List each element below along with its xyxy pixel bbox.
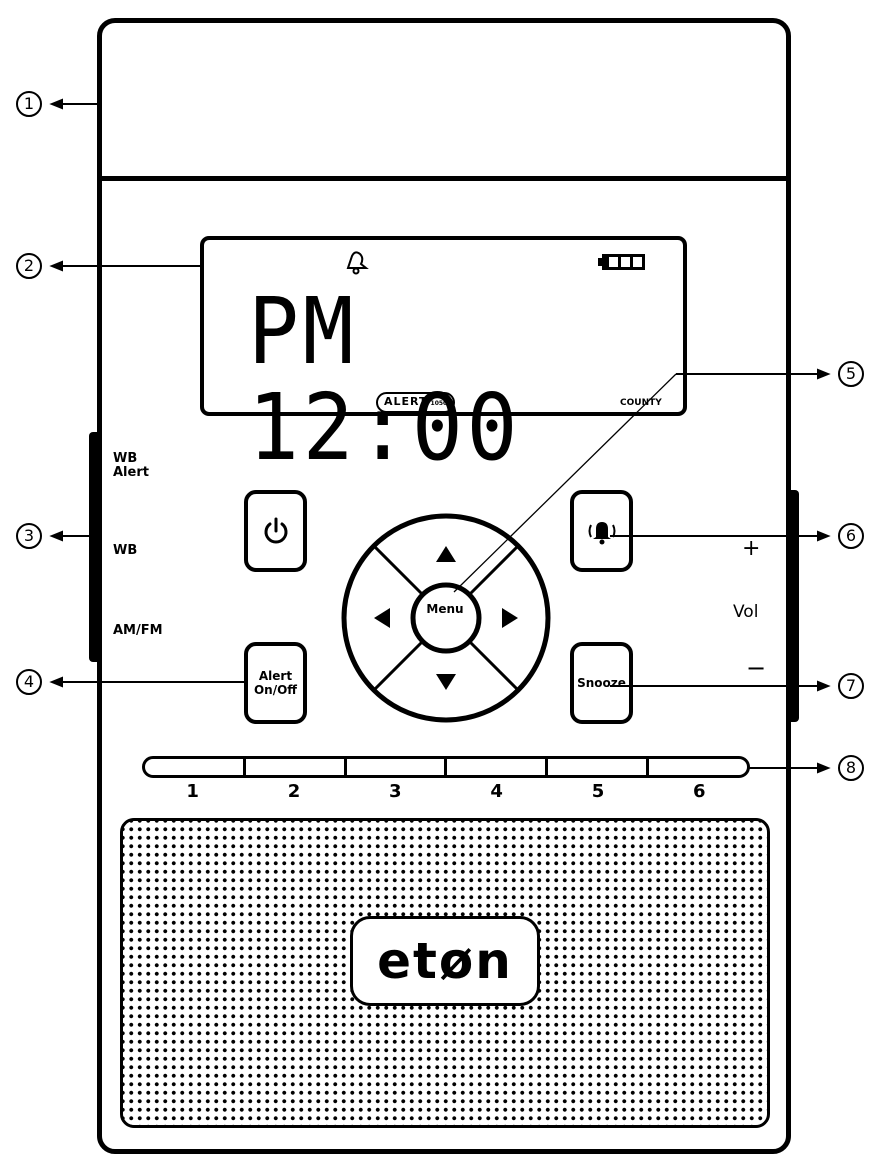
menu-button[interactable] — [410, 582, 482, 654]
callout-number: 6 — [838, 523, 864, 549]
callout-number: 8 — [838, 755, 864, 781]
county-indicator: COUNTY — [620, 398, 662, 408]
top-divider — [97, 176, 791, 181]
callout-number: 5 — [838, 361, 864, 387]
alarm-bell-indicator-icon — [346, 251, 369, 275]
eton-logo: etøn — [377, 932, 513, 990]
down-arrow-icon[interactable] — [436, 674, 456, 690]
callout-number: 4 — [16, 669, 42, 695]
callout-number: 3 — [16, 523, 42, 549]
volume-label: Vol — [733, 602, 759, 622]
preset-bar — [142, 756, 750, 778]
wb-label: WB — [113, 543, 138, 558]
directional-pad — [341, 513, 551, 723]
callout-number: 2 — [16, 253, 42, 279]
preset-number: 1 — [186, 781, 199, 802]
right-arrow-icon[interactable] — [502, 608, 518, 628]
power-icon — [264, 517, 287, 544]
preset-button-2[interactable] — [245, 756, 347, 778]
left-arrow-icon[interactable] — [374, 608, 390, 628]
right-volume-rail — [787, 490, 799, 722]
alarm-button[interactable] — [570, 490, 633, 572]
preset-button-4[interactable] — [447, 756, 549, 778]
alert-text: ALERT — [384, 395, 428, 408]
eton-logo-badge: etøn — [350, 916, 540, 1006]
power-button[interactable] — [244, 490, 307, 572]
preset-numbers: 1 2 3 4 5 6 — [142, 781, 750, 802]
preset-number: 4 — [490, 781, 503, 802]
volume-up-label: + — [742, 536, 761, 561]
preset-button-5[interactable] — [548, 756, 650, 778]
clock-time-readout: PM 12:00 — [248, 278, 522, 481]
wb-alert-label: WB Alert — [113, 451, 149, 480]
preset-button-3[interactable] — [346, 756, 448, 778]
volume-down-label: − — [746, 654, 767, 682]
snooze-button[interactable]: Snooze — [570, 642, 633, 724]
left-band-switch-rail — [89, 432, 101, 662]
alarm-bell-icon — [588, 522, 615, 545]
menu-label: Menu — [426, 602, 464, 616]
alert-on-off-label: Alert On/Off — [253, 669, 298, 697]
preset-button-1[interactable] — [142, 756, 246, 778]
battery-icon — [598, 254, 645, 270]
snooze-label: Snooze — [577, 676, 626, 690]
callout-number: 1 — [16, 91, 42, 117]
preset-number: 5 — [591, 781, 605, 802]
alert-small-text: 1050 — [430, 400, 448, 407]
up-arrow-icon[interactable] — [436, 546, 456, 562]
preset-number: 2 — [287, 781, 301, 802]
preset-number: 6 — [693, 781, 706, 802]
preset-button-6[interactable] — [649, 756, 750, 778]
alert-on-off-button[interactable]: Alert On/Off — [244, 642, 307, 724]
am-fm-label: AM/FM — [113, 623, 163, 638]
preset-number: 3 — [389, 781, 402, 802]
callout-number: 7 — [838, 673, 864, 699]
